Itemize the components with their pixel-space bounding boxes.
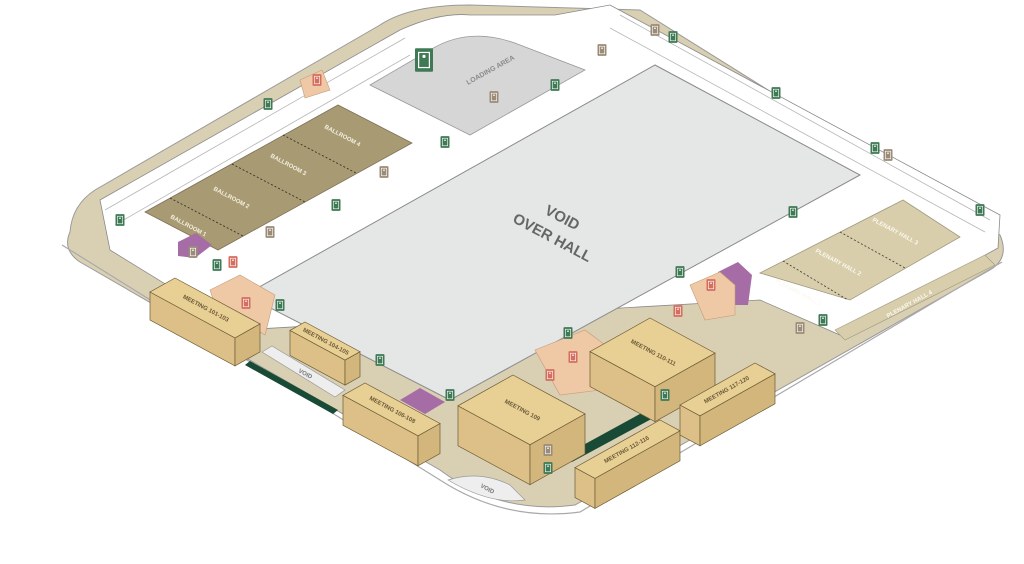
- plenary-divider: [839, 231, 906, 269]
- plenary-floor: [758, 199, 961, 301]
- exit-sign-icon: [263, 98, 273, 110]
- restroom-icon: [673, 305, 683, 317]
- exit-sign-icon: [771, 87, 781, 99]
- exit-sign-icon: [668, 31, 678, 43]
- purple-room: [718, 262, 752, 305]
- ring-corridor: [104, 14, 991, 233]
- exit-sign-icon: [818, 314, 828, 326]
- elevator-icon: [597, 44, 607, 56]
- restroom-icon: [312, 74, 322, 86]
- void-strip-left: [261, 345, 346, 398]
- ballroom-divider: [231, 163, 306, 203]
- exit-sign-icon: [212, 259, 222, 271]
- ballroom-divider: [169, 197, 244, 237]
- elevator-icon: [489, 91, 499, 103]
- restroom-icon: [706, 279, 716, 291]
- plenary-hall-4-corridor: [834, 254, 996, 341]
- elevator-icon: [650, 24, 660, 36]
- restroom-icon: [228, 256, 238, 268]
- meeting-room-top-face: [149, 277, 261, 339]
- exit-sign-icon: [445, 389, 455, 401]
- exit-sign-icon: [543, 462, 553, 474]
- exit-sign-icon: [660, 389, 670, 401]
- exit-sign-icon: [550, 79, 560, 91]
- meeting-room[interactable]: MEETING 110-111: [589, 317, 716, 423]
- exit-sign-icon: [115, 214, 125, 226]
- slab-edge: [61, 244, 1003, 515]
- purple-room: [178, 233, 212, 258]
- restroom-icon: [568, 351, 578, 363]
- meeting-room-top-face: [289, 321, 361, 361]
- exit-sign-icon: [331, 199, 341, 211]
- meeting-room[interactable]: MEETING 112-116: [574, 419, 681, 509]
- exit-sign-icon: [415, 48, 433, 72]
- dark-strip-bottom: [565, 403, 668, 462]
- exit-sign-icon: [975, 204, 985, 216]
- elevator-icon: [265, 226, 275, 238]
- exit-sign-icon: [440, 136, 450, 148]
- elevator-icon: [379, 166, 389, 178]
- restroom-icon: [241, 297, 251, 309]
- exit-sign-icon: [375, 354, 385, 366]
- meeting-room-top-face: [679, 362, 776, 417]
- elevator-icon: [883, 149, 893, 161]
- meeting-room-top-face: [574, 419, 681, 479]
- meeting-room[interactable]: MEETING 106-108: [342, 382, 441, 467]
- meeting-room-top-face: [457, 374, 586, 446]
- purple-room: [400, 388, 445, 414]
- exit-sign-icon: [870, 142, 880, 154]
- exit-sign-icon: [275, 299, 285, 311]
- dark-strip-left: [245, 361, 338, 414]
- elevator-icon: [543, 444, 553, 456]
- plenary-divider: [782, 260, 849, 301]
- elevator-icon: [795, 322, 805, 334]
- restroom-icon: [545, 369, 555, 381]
- void-strip-bottom: [447, 475, 526, 502]
- exit-sign-icon: [788, 206, 798, 218]
- elevator-icon: [188, 246, 198, 258]
- meeting-room-top-face: [342, 382, 441, 437]
- meeting-room-top-face: [589, 317, 716, 388]
- lounge-room: [689, 271, 736, 321]
- exit-sign-icon: [563, 327, 573, 339]
- ballroom-divider: [282, 134, 357, 174]
- exit-sign-icon: [675, 266, 685, 278]
